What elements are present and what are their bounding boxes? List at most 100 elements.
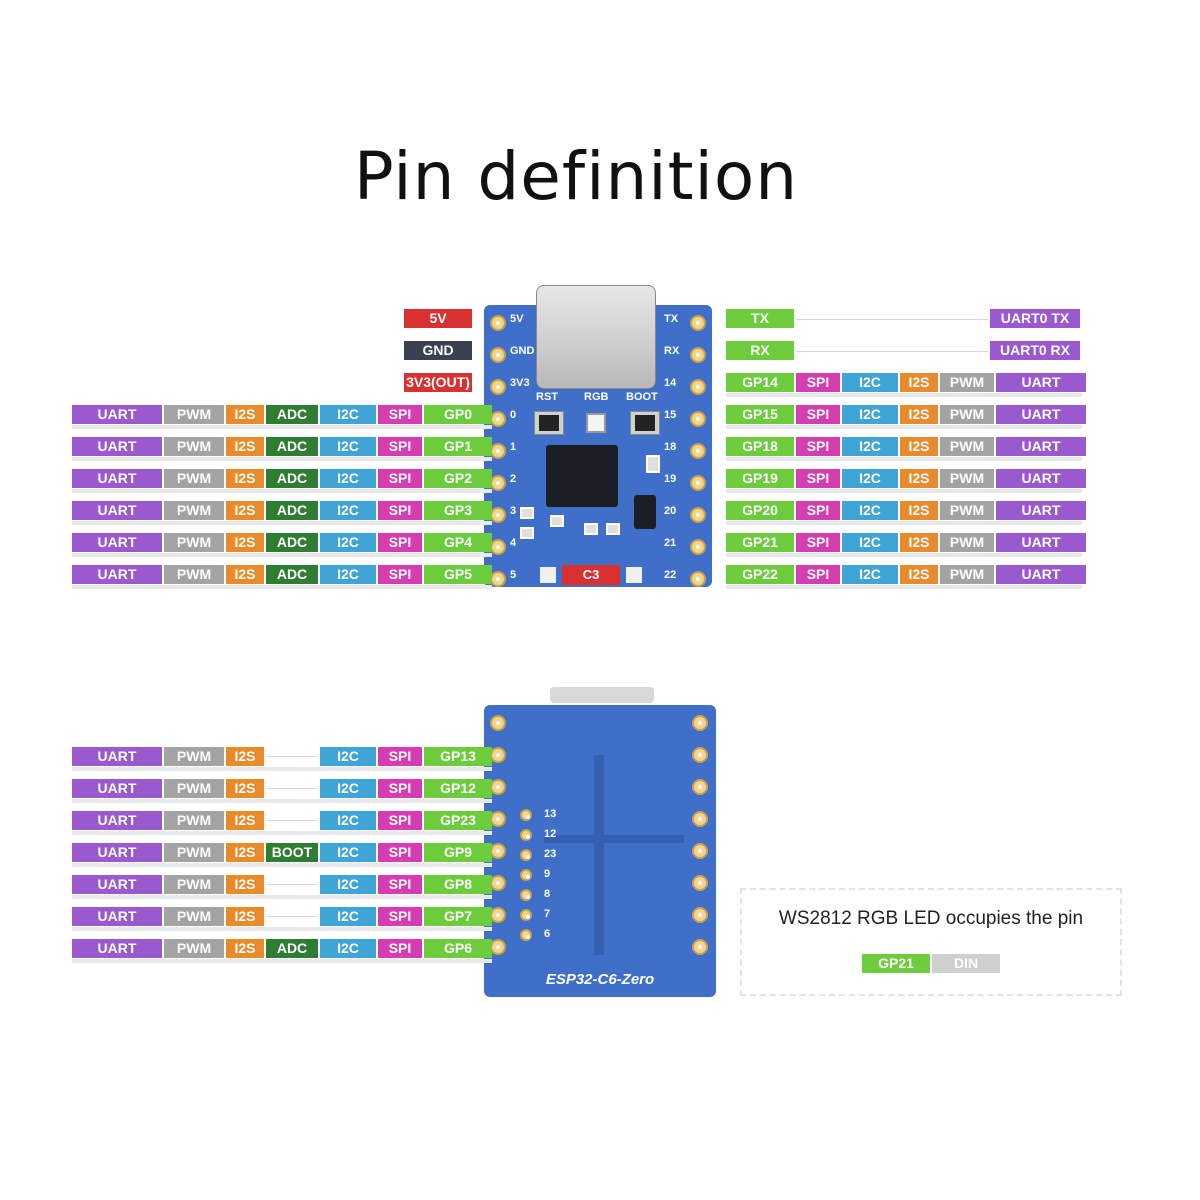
- pin-label: PWM: [940, 373, 994, 392]
- pin-label: ADC: [266, 469, 318, 488]
- silk-pin-left: 5: [510, 569, 517, 581]
- boot-button[interactable]: [630, 411, 660, 435]
- silk-pin-right: RX: [664, 345, 680, 357]
- pin-label: PWM: [940, 469, 994, 488]
- solder-pad: [490, 539, 506, 555]
- pin-label: UART: [72, 907, 162, 926]
- pin-label: I2S: [900, 469, 938, 488]
- pin-label: I2C: [842, 533, 898, 552]
- pin-label: I2S: [226, 747, 264, 766]
- pin-label: PWM: [164, 533, 224, 552]
- silk-pin-left: 3V3: [510, 377, 530, 389]
- pin-label: SPI: [378, 747, 422, 766]
- pin-label: ADC: [266, 533, 318, 552]
- pin-label: GP3: [424, 501, 492, 520]
- silk-pin-left: 4: [510, 537, 517, 549]
- silk-pin-bottom: 8: [544, 888, 551, 900]
- power-pin-label: GND: [404, 341, 472, 360]
- chip-label-text: C3: [582, 567, 600, 582]
- solder-pad: [490, 715, 506, 731]
- silk-pin-bottom: 7: [544, 908, 551, 920]
- pin-label: I2S: [226, 939, 264, 958]
- pin-label: SPI: [796, 405, 840, 424]
- pin-label: ADC: [266, 501, 318, 520]
- pin-label: I2S: [226, 565, 264, 584]
- solder-pad: [490, 843, 506, 859]
- pin-label: I2S: [226, 843, 264, 862]
- solder-pad: [490, 875, 506, 891]
- solder-pad: [690, 379, 706, 395]
- pin-label: I2S: [900, 501, 938, 520]
- pin-label: I2C: [320, 437, 376, 456]
- pin-label: I2S: [226, 907, 264, 926]
- test-pad: [520, 869, 532, 881]
- silk-pin-left: 2: [510, 473, 517, 485]
- test-pad: [520, 929, 532, 941]
- connector-line: [266, 756, 318, 757]
- pin-label: PWM: [164, 565, 224, 584]
- pin-label: SPI: [796, 469, 840, 488]
- solder-pad: [490, 507, 506, 523]
- power-pin-label: 3V3(OUT): [404, 373, 472, 392]
- pin-label: PWM: [164, 843, 224, 862]
- pin-label: PWM: [940, 501, 994, 520]
- silk-pin-right: 19: [664, 473, 677, 485]
- pin-label: I2C: [320, 405, 376, 424]
- boot-label: BOOT: [626, 391, 658, 403]
- board-trace: [594, 755, 604, 955]
- uart-func-label: UART0 TX: [990, 309, 1080, 328]
- pin-label: I2S: [226, 875, 264, 894]
- solder-pad: [690, 475, 706, 491]
- solder-pad: [490, 443, 506, 459]
- solder-pad: [490, 747, 506, 763]
- silk-pin-left: 1: [510, 441, 517, 453]
- smd-component: [646, 455, 660, 473]
- pin-label: UART: [72, 811, 162, 830]
- pin-label: I2C: [320, 501, 376, 520]
- silk-pin-left: GND: [510, 345, 535, 357]
- pin-label: UART: [72, 939, 162, 958]
- pin-label: ADC: [266, 939, 318, 958]
- pin-label: I2C: [320, 875, 376, 894]
- solder-pad: [490, 939, 506, 955]
- pin-label: SPI: [378, 875, 422, 894]
- pin-label: I2S: [226, 779, 264, 798]
- solder-pad: [692, 811, 708, 827]
- pin-label: I2S: [226, 405, 264, 424]
- solder-pad: [692, 875, 708, 891]
- regulator: [634, 495, 656, 529]
- silk-pin-bottom: 23: [544, 848, 557, 860]
- pin-label: SPI: [378, 811, 422, 830]
- pin-label: I2S: [900, 437, 938, 456]
- uart-func-label: UART0 RX: [990, 341, 1080, 360]
- pin-label: SPI: [796, 437, 840, 456]
- uart-pin-label: TX: [726, 309, 794, 328]
- connector-line: [796, 319, 988, 320]
- connector-line: [266, 788, 318, 789]
- pin-label: GP0: [424, 405, 492, 424]
- pin-label: UART: [996, 501, 1086, 520]
- pin-label: UART: [996, 373, 1086, 392]
- rst-button[interactable]: [534, 411, 564, 435]
- test-pad: [520, 809, 532, 821]
- board-label: ESP32-C6-Zero: [545, 971, 655, 988]
- solder-pad: [490, 475, 506, 491]
- solder-pad: [690, 315, 706, 331]
- pin-label: PWM: [164, 779, 224, 798]
- pin-label: I2S: [900, 565, 938, 584]
- pin-label: ADC: [266, 565, 318, 584]
- pin-label: I2C: [842, 373, 898, 392]
- pin-label: SPI: [378, 469, 422, 488]
- pin-label: GP12: [424, 779, 492, 798]
- pin-label: I2C: [320, 843, 376, 862]
- pin-label: UART: [72, 843, 162, 862]
